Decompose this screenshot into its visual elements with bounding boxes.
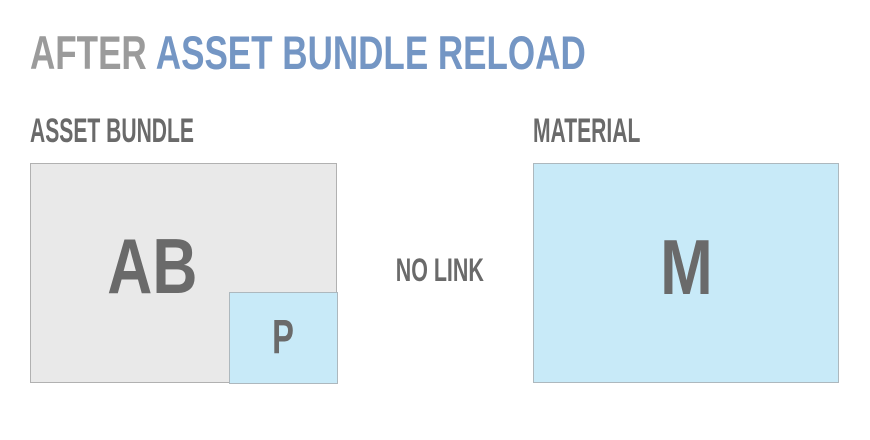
prefab-letter: P: [272, 310, 294, 364]
asset-bundle-box: AB P: [30, 163, 338, 384]
material-box: M: [533, 163, 839, 383]
link-status-text: NO LINK: [395, 252, 485, 288]
asset-bundle-label: ASSET BUNDLE: [30, 112, 194, 150]
material-label: MATERIAL: [533, 112, 641, 150]
material-letter: M: [659, 223, 713, 311]
asset-bundle-letter: AB: [107, 222, 198, 310]
title-prefix: AFTER: [30, 26, 147, 79]
link-status: NO LINK: [337, 254, 543, 286]
prefab-box: P: [228, 291, 338, 384]
title-highlight: ASSET BUNDLE RELOAD: [155, 26, 586, 79]
